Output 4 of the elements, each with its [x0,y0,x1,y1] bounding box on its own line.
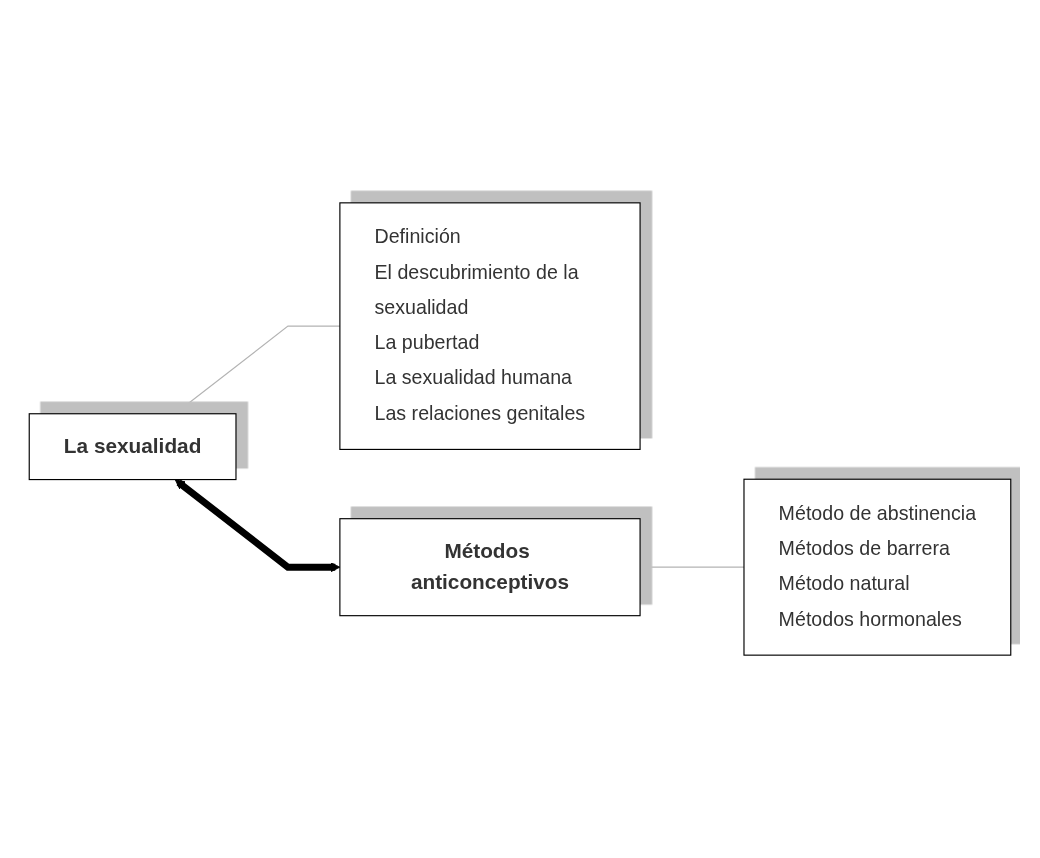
node-box: La sexualidad [28,413,237,481]
node-box: Métodos anticonceptivos [339,518,641,617]
node-box: Definición El descubrimiento de la sexualidad La pubertad La sexualidad humana Las relaciones genitales [339,202,641,450]
node-box: Método de abstinencia Métodos de barrera Método natural Métodos hormonales [743,478,1012,656]
